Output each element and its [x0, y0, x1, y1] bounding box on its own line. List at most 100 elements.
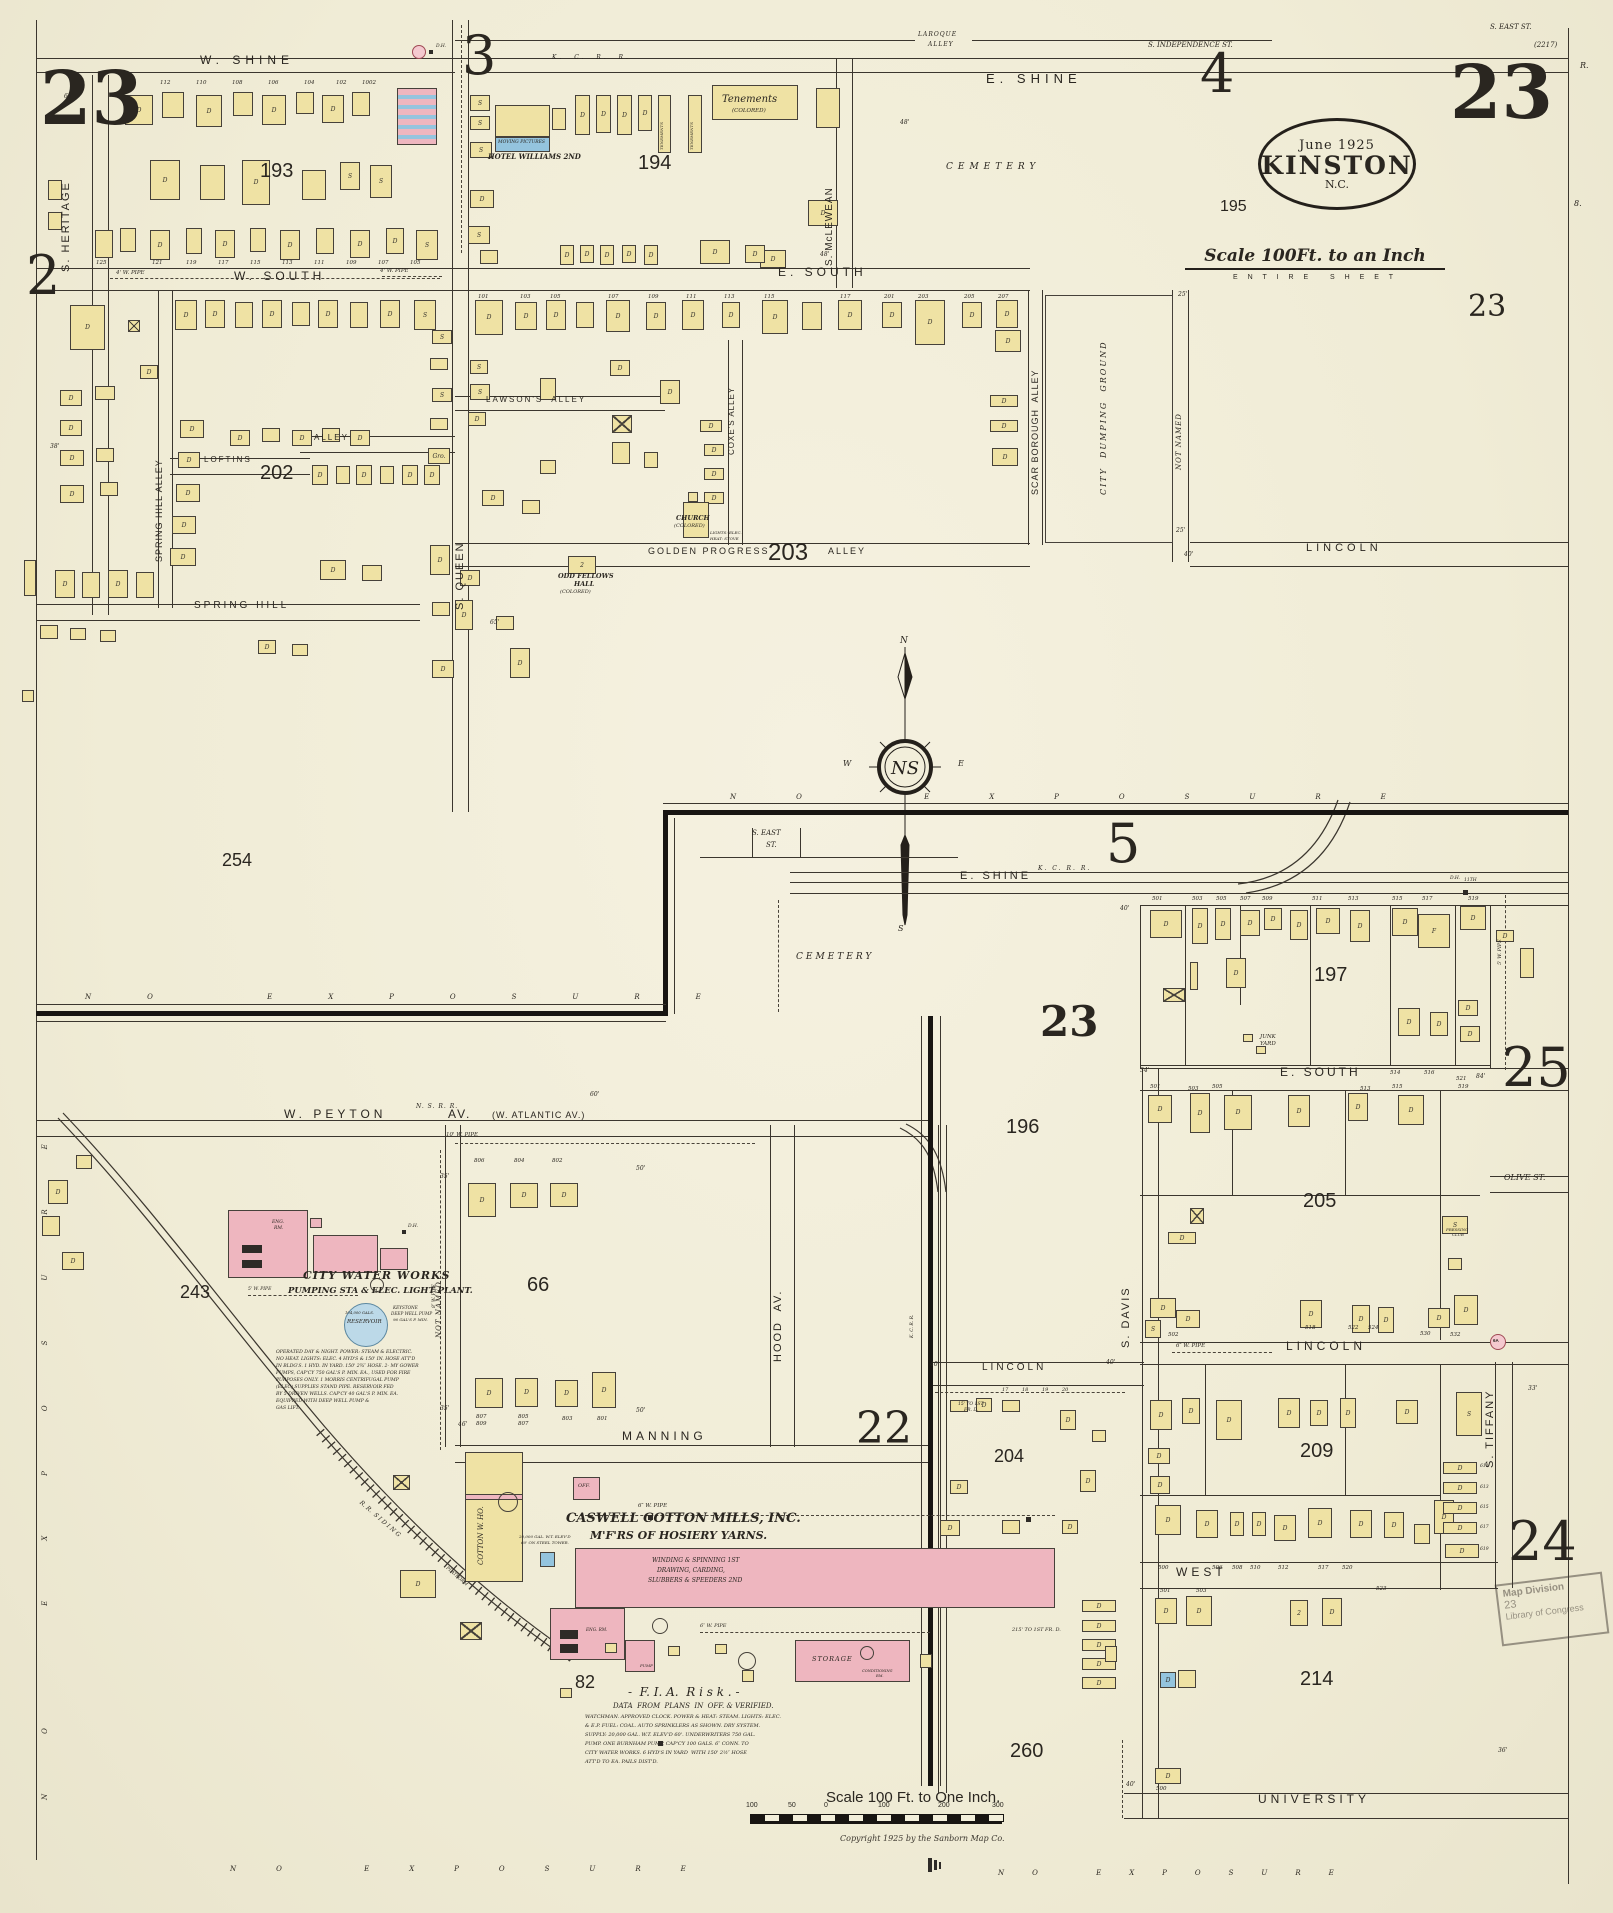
block-number-260: 260 [1010, 1740, 1044, 1762]
building: D [1215, 908, 1231, 940]
building: D [280, 230, 300, 260]
street-line [1140, 1195, 1480, 1196]
street-line [1140, 1068, 1568, 1069]
street-loftins: LOFTINS [204, 455, 252, 464]
street-line [790, 893, 1568, 894]
building-use-letter: D [690, 311, 696, 319]
building: D [596, 95, 611, 133]
street-line [1390, 905, 1391, 1065]
building: D [560, 245, 574, 265]
scale-bar-tick: 200 [938, 1802, 950, 1809]
building: D [1216, 1400, 1242, 1440]
building-use-letter: D [271, 106, 277, 114]
street-line [172, 290, 173, 608]
brick-building [625, 1640, 655, 1672]
building: D [172, 516, 196, 534]
building: D [1322, 1598, 1342, 1626]
map-label: 513 [1348, 896, 1359, 902]
map-label: 611 [1480, 1464, 1489, 1469]
building-use-letter: D [521, 1192, 527, 1199]
map-label: YARD [1260, 1041, 1276, 1047]
cotton-warehouse: COTTON W. HO. [477, 1506, 485, 1565]
building: D [180, 420, 204, 438]
map-label: 503 [1192, 896, 1203, 902]
building: D [1384, 1512, 1404, 1538]
building: D [1300, 1300, 1322, 1328]
building: D [1458, 1000, 1478, 1016]
building-use-letter: D [1197, 922, 1203, 930]
map-label: 106 [268, 80, 279, 86]
map-label: 48' [900, 119, 910, 126]
building-use-letter: D [561, 1191, 567, 1199]
building: D [215, 230, 235, 258]
building: D [610, 360, 630, 376]
building [100, 482, 118, 496]
block-number-205: 205 [1303, 1190, 1337, 1212]
street-spring-hill: SPRING HILL [194, 600, 290, 611]
building-use-letter: D [392, 237, 398, 245]
map-label: 514 [1390, 1070, 1401, 1076]
compass-east: E [958, 759, 964, 768]
building: D [1190, 1093, 1210, 1133]
building: D [1192, 908, 1208, 944]
building [920, 1654, 932, 1668]
building [370, 1278, 384, 1292]
building [605, 1643, 617, 1653]
street-line [1455, 905, 1456, 1065]
building: D [1496, 930, 1514, 942]
title-state: N.C. [1325, 177, 1349, 191]
building-use-letter: D [1465, 1004, 1471, 1012]
street-line [921, 1016, 922, 1786]
building-use-letter: D [68, 424, 74, 432]
map-label: 505 [1212, 1084, 1223, 1090]
building [742, 1670, 754, 1682]
building: D [762, 300, 788, 334]
scale-bar [750, 1814, 1004, 1822]
building-use-letter: D [437, 556, 443, 564]
building-use-letter: D [1286, 1409, 1292, 1417]
adjacent-sheet-25: 25 [1502, 1036, 1571, 1099]
building-use-letter: D [1457, 1524, 1463, 1532]
building-use-letter: D [1441, 1513, 1447, 1521]
building-use-letter: D [1470, 914, 1476, 922]
building: D [55, 570, 75, 598]
map-label: PUMP [640, 1663, 653, 1668]
building: D [262, 300, 282, 328]
building: D [258, 640, 276, 654]
map-label: 806 [474, 1158, 485, 1164]
building: S [1442, 1216, 1468, 1234]
street-line [674, 818, 675, 1014]
map-label: 801 [597, 1416, 608, 1422]
building: D [1290, 910, 1308, 940]
building-use-letter: S [439, 391, 445, 399]
building [362, 565, 382, 581]
brick-building [795, 1640, 910, 1682]
building-use-letter: S [476, 231, 482, 239]
building: D [320, 560, 346, 580]
title-oval: June 1925 KINSTON N.C. [1258, 118, 1416, 210]
building: D [1082, 1620, 1116, 1632]
building: D [990, 420, 1018, 432]
building-use-letter: D [1355, 1103, 1361, 1111]
building: Gro. [428, 448, 450, 464]
firewall-line [663, 810, 668, 1016]
map-label: 511 [1312, 896, 1323, 902]
building-use-letter: D [1502, 932, 1508, 940]
map-label: 5' W. PIPE [1497, 939, 1503, 965]
street-w-south: W. SOUTH [234, 269, 326, 283]
building: D [1168, 1232, 1196, 1244]
building-use-letter: D [1436, 1314, 1442, 1322]
building-use-letter: D [1096, 1622, 1102, 1630]
building-use-letter: D [299, 434, 305, 442]
building [1026, 1517, 1031, 1522]
building [480, 250, 498, 264]
street-line [452, 20, 453, 812]
adjacent-sheet-2: 2 [26, 244, 61, 307]
building: D [1460, 1026, 1480, 1042]
street-lawsons-alley: LAWSON'S ALLEY [486, 395, 587, 404]
page-number-top-right: 23 [1450, 50, 1553, 136]
building-use-letter: S [477, 99, 483, 107]
building: S [340, 162, 360, 190]
brick-building [380, 1248, 408, 1270]
building-use-letter: D [1233, 969, 1239, 977]
